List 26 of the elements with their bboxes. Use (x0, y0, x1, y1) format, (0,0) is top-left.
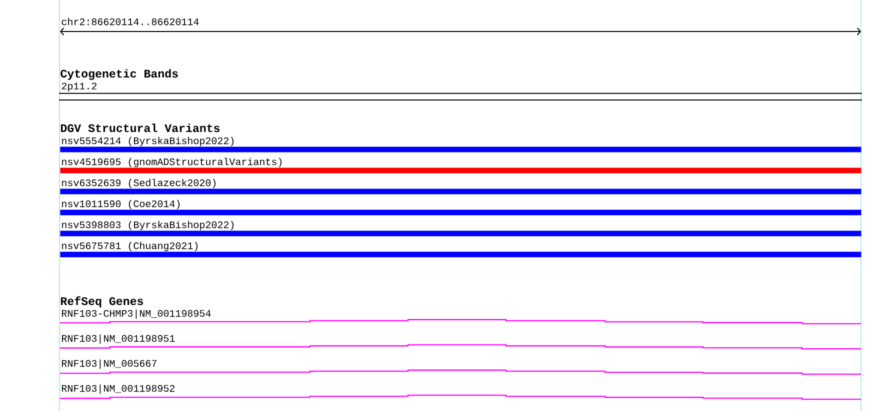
feature-label: nsv5675781 (Chuang2021) (62, 242, 198, 252)
feature-label: RNF103|NM_001198951 (62, 334, 175, 344)
gene-line (60, 344, 861, 350)
gene-line (60, 369, 861, 375)
gene-line (60, 318, 861, 324)
variant-bar (60, 230, 862, 236)
feature-label: nsv5554214 (ByrskaBishop2022) (62, 136, 234, 146)
track-heading: Cytogenetic Bands (60, 69, 178, 80)
feature-label: nsv6352639 (Sedlazeck2020) (62, 178, 216, 188)
feature-label: RNF103-CHMP3|NM_001198954 (62, 309, 211, 319)
gene-line (60, 394, 861, 400)
track-heading: RefSeq Genes (61, 296, 144, 308)
feature-label: RNF103|NM_005667 (62, 359, 156, 369)
variant-bar (60, 146, 862, 152)
variant-bar (60, 188, 862, 194)
feature-label: nsv5398803 (ByrskaBishop2022) (62, 220, 234, 230)
track-heading: DGV Structural Variants (60, 124, 220, 132)
variant-bar (60, 252, 862, 258)
band-outline (58, 92, 862, 101)
feature-label: nsv4519695 (gnomADStructuralVariants) (62, 158, 282, 168)
variant-bar (60, 168, 862, 174)
feature-label: nsv1011590 (Coe2014) (62, 200, 180, 210)
variant-bar (60, 210, 862, 216)
feature-label: RNF103|NM_001198952 (62, 384, 174, 394)
feature-label: 2p11.2 (62, 82, 97, 92)
coordinate-label: chr2:86620114..86620114 (62, 18, 199, 26)
